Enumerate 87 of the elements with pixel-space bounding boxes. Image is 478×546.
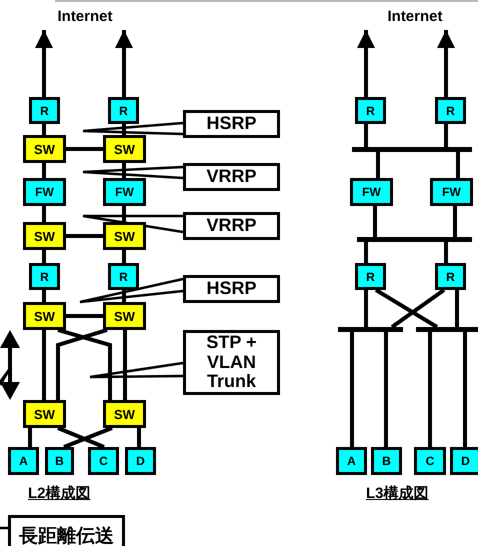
internet-label: Internet [30, 4, 140, 30]
connector-line [444, 242, 448, 263]
connector-line [63, 426, 113, 449]
connector-line [42, 206, 46, 222]
internet-label: Internet [360, 4, 470, 30]
device-box: R [355, 263, 386, 290]
connector-line [137, 428, 141, 447]
leader-line [82, 122, 184, 136]
device-box: R [355, 97, 386, 124]
connector-line [390, 288, 446, 329]
device-box: SW [103, 222, 146, 250]
connector-line [57, 426, 105, 449]
connector-line [42, 330, 46, 400]
arrow [35, 30, 53, 97]
connector-line [42, 124, 46, 135]
leader-line [82, 214, 184, 234]
connector-line [122, 206, 126, 222]
connector-line [384, 332, 388, 447]
connector-line [122, 250, 126, 263]
bus-bar [352, 147, 472, 152]
connector-line [364, 242, 368, 263]
device-box: SW [103, 135, 146, 163]
device-box: D [125, 447, 156, 475]
connector-line [66, 314, 103, 318]
device-box: R [108, 97, 139, 124]
device-box: A [8, 447, 39, 475]
callout-box: HSRP [183, 110, 280, 138]
connector-line [456, 152, 460, 178]
leader-line [78, 278, 184, 304]
device-box: SW [103, 400, 146, 428]
connector-line [364, 290, 368, 327]
device-box: SW [23, 222, 66, 250]
device-box: C [414, 447, 446, 475]
connector-line [28, 428, 32, 447]
device-box: A [336, 447, 367, 475]
callout-box: HSRP [183, 275, 280, 303]
connector-line [42, 250, 46, 263]
device-box: SW [23, 400, 66, 428]
connector-line [374, 288, 438, 329]
connector-line [42, 163, 46, 178]
connector-line [373, 206, 377, 237]
arrow [357, 30, 375, 97]
bus-bar [416, 327, 478, 332]
device-box: C [88, 447, 119, 475]
connector-line [123, 330, 127, 400]
connector-line [66, 147, 103, 151]
device-box: SW [103, 302, 146, 330]
callout-box: STP + VLAN Trunk [183, 330, 280, 395]
callout-box: VRRP [183, 212, 280, 240]
device-box: SW [23, 302, 66, 330]
connector-line [350, 332, 354, 447]
device-box: SW [23, 135, 66, 163]
caption-label: L2構成図 [28, 484, 91, 503]
connector-line [122, 163, 126, 178]
arrow [115, 30, 133, 97]
label-box: 長距離伝送 [8, 515, 125, 546]
device-box: D [450, 447, 478, 475]
connector-line [455, 290, 459, 327]
leader-line [0, 526, 8, 530]
connector-line [364, 124, 368, 147]
device-box: R [435, 263, 466, 290]
device-box: FW [23, 178, 66, 206]
connector-line [376, 152, 380, 178]
caption-label: L3構成図 [366, 484, 429, 503]
connector-line [42, 290, 46, 302]
device-box: R [29, 263, 60, 290]
device-box: FW [350, 178, 393, 206]
device-box: R [435, 97, 466, 124]
leader-line [88, 362, 184, 378]
connector-line [122, 290, 126, 302]
bus-bar [338, 327, 403, 332]
connector-line [463, 332, 467, 447]
device-box: R [29, 97, 60, 124]
device-box: B [371, 447, 402, 475]
device-box: B [45, 447, 74, 475]
device-box: FW [103, 178, 146, 206]
connector-line [444, 124, 448, 147]
connector-line [66, 234, 103, 238]
device-box: FW [430, 178, 473, 206]
arrow [437, 30, 455, 97]
bus-bar [357, 237, 472, 242]
device-box: R [108, 263, 139, 290]
connector-line [122, 124, 126, 135]
callout-box: VRRP [183, 163, 280, 191]
leader-line [82, 166, 184, 180]
connector-line [428, 332, 432, 447]
connector-line [453, 206, 457, 237]
